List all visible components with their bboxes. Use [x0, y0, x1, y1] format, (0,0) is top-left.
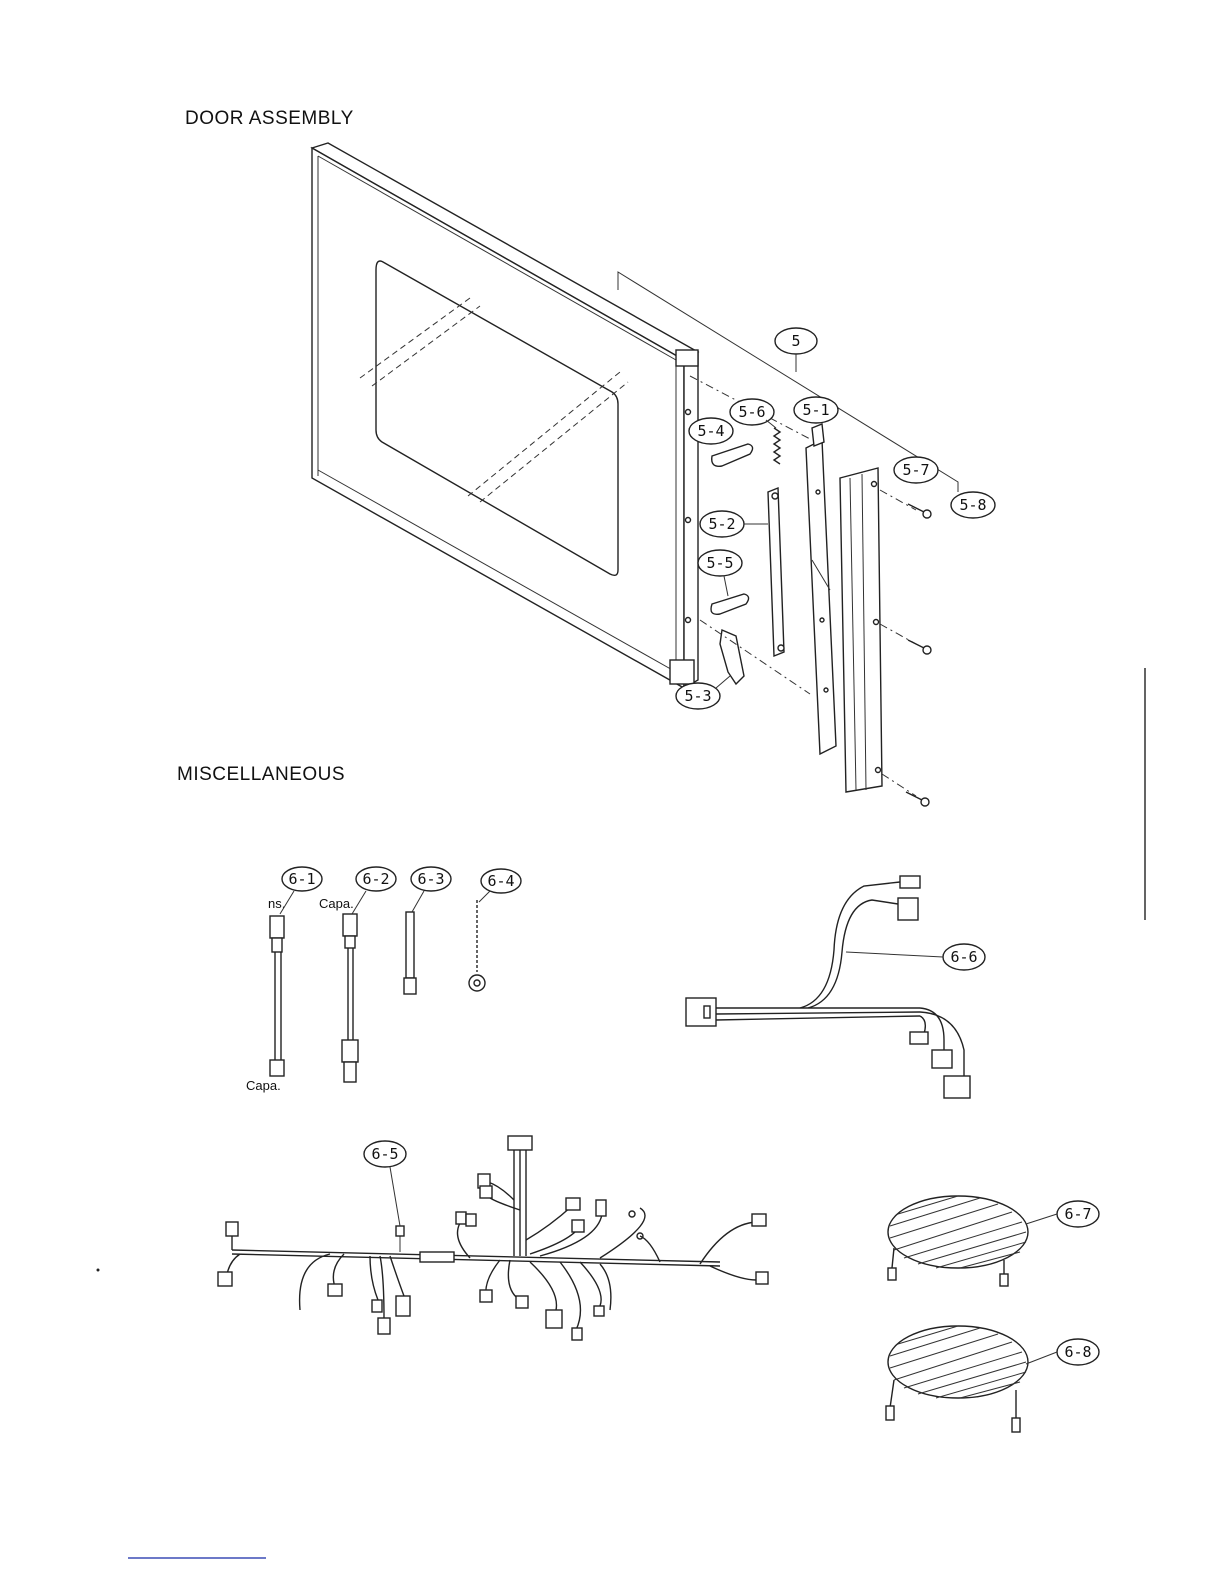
callout-6-1: 6-1	[280, 867, 322, 914]
svg-text:6-3: 6-3	[417, 870, 444, 888]
wire-label-6-1-bottom: Capa.	[246, 1078, 281, 1093]
screw-icon	[908, 640, 931, 654]
svg-text:5-5: 5-5	[706, 554, 733, 572]
lever-5-3	[720, 630, 744, 684]
door-face	[312, 148, 684, 688]
svg-text:6-7: 6-7	[1064, 1205, 1091, 1223]
callout-6-6: 6-6	[846, 944, 985, 970]
svg-text:6-1: 6-1	[288, 870, 315, 888]
svg-text:6-8: 6-8	[1064, 1343, 1091, 1361]
wire-6-4	[469, 900, 485, 991]
callout-6-8: 6-8	[1026, 1339, 1099, 1365]
svg-text:5-7: 5-7	[902, 461, 929, 479]
callout-6-2: 6-2	[352, 867, 396, 914]
callout-5-2: 5-2	[700, 511, 768, 537]
wire-6-2	[342, 914, 358, 1082]
callout-6-7: 6-7	[1026, 1201, 1099, 1227]
svg-text:6-2: 6-2	[362, 870, 389, 888]
door-cover-5-7	[840, 468, 882, 792]
screw-icon	[908, 504, 931, 518]
rack-6-7	[888, 1196, 1028, 1286]
screw-icon	[906, 792, 929, 806]
callout-5: 5	[775, 328, 817, 372]
latch-head-5-4	[712, 444, 753, 466]
wire-label-6-2-top: Capa.	[319, 896, 354, 911]
door-panel	[312, 143, 698, 688]
svg-text:6-5: 6-5	[371, 1145, 398, 1163]
callout-6-3: 6-3	[411, 867, 451, 912]
callout-6-5: 6-5	[364, 1141, 406, 1226]
callout-5-4: 5-4	[689, 418, 733, 444]
rack-6-8	[886, 1326, 1028, 1432]
svg-text:5-3: 5-3	[684, 687, 711, 705]
svg-text:5-8: 5-8	[959, 496, 986, 514]
latch-lever-5-2	[768, 488, 784, 656]
callout-5-6: 5-6	[730, 399, 776, 428]
spring-5-6	[774, 428, 780, 464]
svg-text:5-4: 5-4	[697, 422, 724, 440]
svg-text:6-4: 6-4	[487, 872, 514, 890]
latch-plate-5-1	[806, 424, 836, 754]
svg-text:5-6: 5-6	[738, 403, 765, 421]
wire-harness-6-6	[686, 876, 970, 1098]
callout-5-8: 5-8	[951, 492, 995, 518]
callout-5-7: 5-7	[894, 457, 938, 483]
callout-5-1: 5-1	[794, 397, 838, 423]
door-bottom-bracket	[670, 660, 694, 684]
svg-text:6-6: 6-6	[950, 948, 977, 966]
callout-5-5: 5-5	[698, 550, 742, 596]
svg-text:5-1: 5-1	[802, 401, 829, 419]
wire-harness-6-5	[218, 1136, 768, 1340]
latch-head-5-5	[711, 594, 749, 614]
svg-text:5-2: 5-2	[708, 515, 735, 533]
wire-6-1	[270, 916, 284, 1076]
door-top-bracket	[676, 350, 698, 366]
wire-6-3	[404, 912, 416, 994]
stray-mark	[97, 1269, 100, 1272]
callout-6-4: 6-4	[479, 869, 521, 902]
svg-text:5: 5	[791, 332, 800, 350]
